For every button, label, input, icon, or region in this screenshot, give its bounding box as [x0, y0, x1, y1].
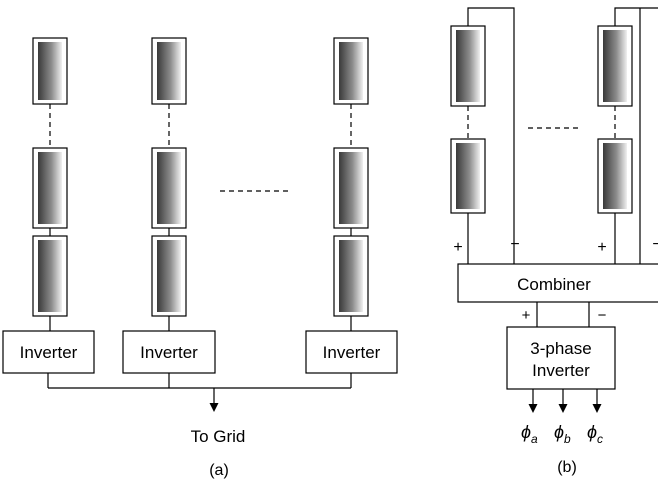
caption-b: (b): [557, 459, 577, 476]
minus-sign: −: [510, 236, 519, 253]
panel-a: Inverter Inverter Inverter To Grid (a): [2, 37, 398, 479]
pv-module: [333, 37, 369, 105]
grid-bus: [47, 373, 352, 412]
panel-b: + − + − Combiner: [450, 7, 658, 476]
arrow-down-icon: [528, 404, 538, 413]
pv-module: [151, 147, 187, 229]
plus-sign: +: [522, 307, 531, 324]
pv-module: [333, 235, 369, 317]
pv-module: [597, 138, 633, 214]
minus-sign: −: [598, 307, 607, 324]
three-phase-inverter: 3-phase Inverter: [506, 326, 616, 390]
pv-string-2: [151, 37, 187, 331]
pv-module: [450, 138, 486, 214]
phase-a-label: ϕa: [521, 422, 538, 446]
plus-sign: +: [597, 239, 606, 256]
inverter-label: Inverter: [323, 343, 381, 362]
caption-a: (a): [209, 462, 229, 479]
phase-outputs: ϕa ϕb ϕc: [521, 389, 603, 446]
pv-module: [333, 147, 369, 229]
phase-b-label: ϕb: [554, 422, 571, 446]
inverter-2: Inverter: [122, 330, 216, 374]
plus-sign: +: [453, 239, 462, 256]
pv-module: [32, 37, 68, 105]
pv-module: [450, 25, 486, 107]
arrow-down-icon: [558, 404, 568, 413]
inverter-title-line1: 3-phase: [530, 339, 591, 358]
combiner-label: Combiner: [517, 275, 591, 294]
pv-module: [32, 147, 68, 229]
pv-module: [151, 235, 187, 317]
inverter-title-line2: Inverter: [532, 361, 590, 380]
pv-string-3: [333, 37, 369, 331]
minus-sign: −: [652, 236, 658, 253]
inverter-3: Inverter: [305, 330, 398, 374]
pv-module: [151, 37, 187, 105]
pv-module: [32, 235, 68, 317]
pv-string-1: [32, 37, 68, 331]
arrow-down-icon: [592, 404, 602, 413]
inverter-label: Inverter: [20, 343, 78, 362]
combiner: Combiner: [457, 263, 658, 303]
pv-string-b1: + −: [450, 7, 520, 264]
inverter-label: Inverter: [140, 343, 198, 362]
pv-module: [597, 25, 633, 107]
phase-c-label: ϕc: [587, 422, 603, 446]
pv-string-b2: + −: [597, 7, 658, 264]
arrow-down-icon: [209, 403, 219, 412]
inverter-1: Inverter: [2, 330, 95, 374]
to-grid-label: To Grid: [191, 427, 246, 446]
